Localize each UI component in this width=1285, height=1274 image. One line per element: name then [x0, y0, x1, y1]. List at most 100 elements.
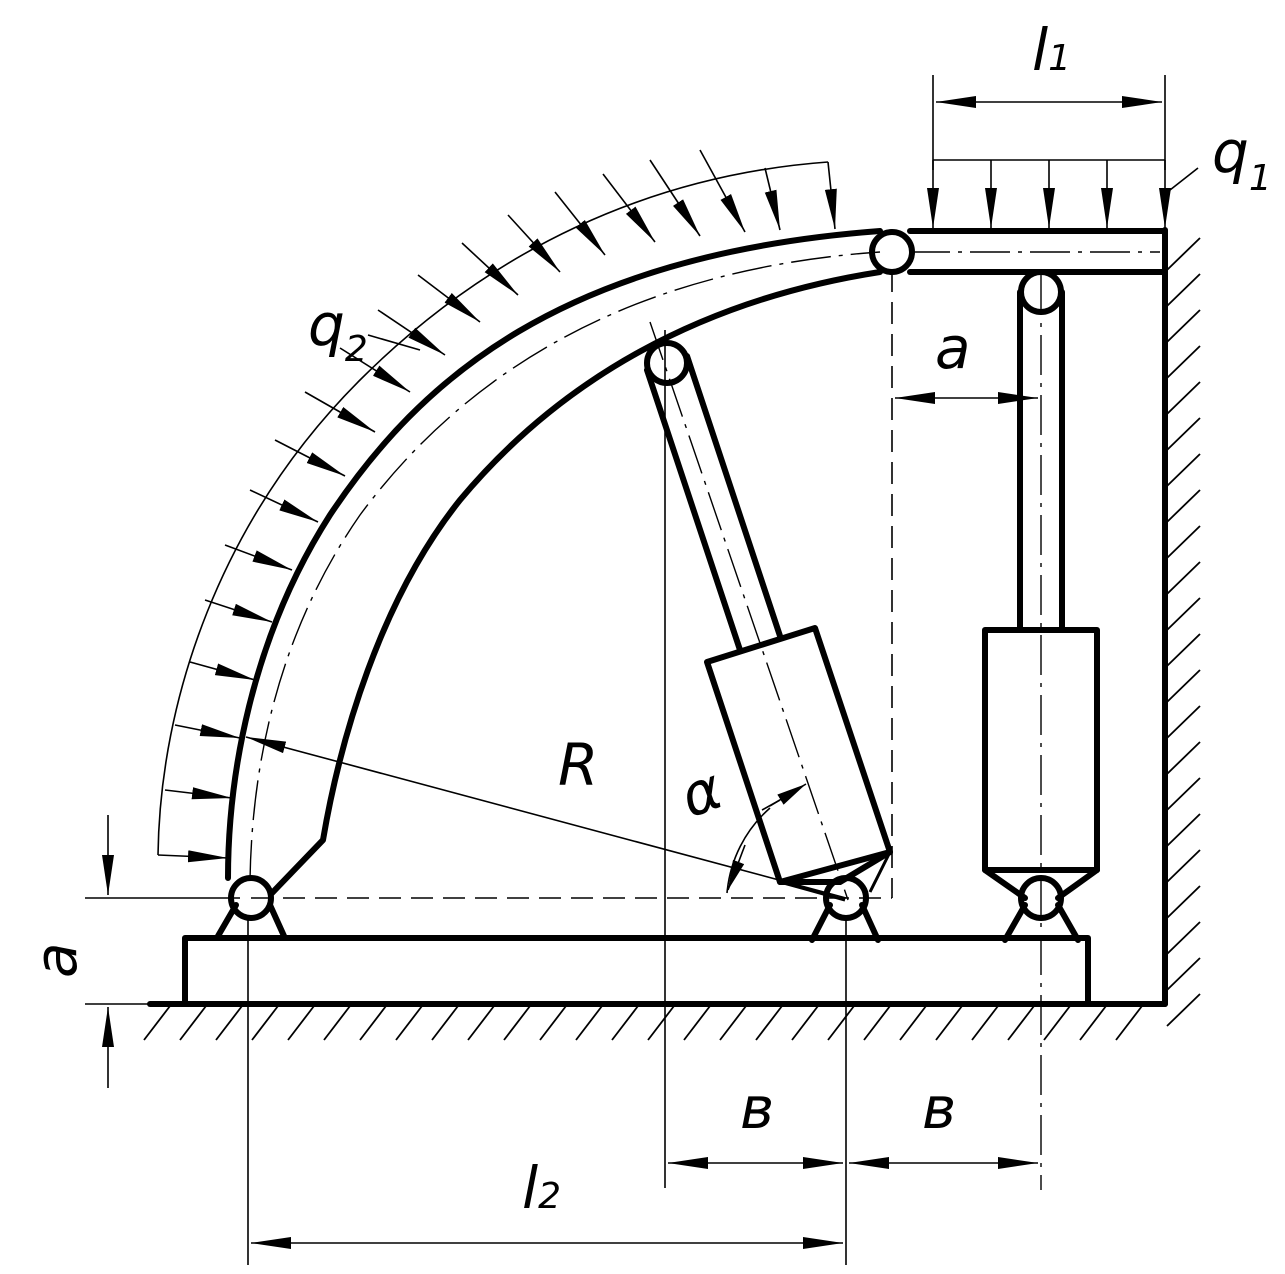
hatch-line — [1166, 345, 1201, 379]
q2-envelope — [157, 161, 829, 856]
q2-arrow — [164, 787, 233, 800]
hatch-line — [1007, 1005, 1035, 1041]
hatch-line — [215, 1005, 243, 1041]
q2-arrow — [189, 661, 256, 681]
q2-arrow — [304, 391, 376, 433]
hatch-line — [503, 1005, 531, 1041]
hatch-line — [251, 1005, 279, 1041]
label-q1: q1 — [1212, 118, 1272, 199]
q2-arrow — [649, 159, 701, 237]
hatch-line — [1166, 489, 1201, 523]
label-b-right: в — [922, 1074, 956, 1142]
q2-arrow — [764, 167, 781, 231]
hatch-line — [575, 1005, 603, 1041]
hatch-line — [791, 1005, 819, 1041]
hatch-line — [1166, 561, 1201, 595]
label-l2: l2 — [522, 1154, 561, 1222]
hatch-line — [539, 1005, 567, 1041]
q2-load — [157, 149, 837, 863]
hatch-line — [1166, 237, 1201, 271]
hatch-line — [1166, 417, 1201, 451]
hatch-line — [359, 1005, 387, 1041]
hatch-line — [1166, 777, 1201, 811]
hatch-line — [179, 1005, 207, 1041]
q2-arrows — [157, 149, 837, 863]
label-b-left: в — [740, 1074, 774, 1142]
hatch-line — [863, 1005, 891, 1041]
dim-l1 — [932, 75, 1166, 170]
hatch-line — [1166, 993, 1201, 1027]
dim-b — [664, 330, 1038, 1265]
hatch-line — [1166, 885, 1201, 919]
hatch-line — [323, 1005, 351, 1041]
dim-l2 — [247, 918, 843, 1265]
dim-a-left — [85, 815, 240, 1088]
hatch-line — [1166, 921, 1201, 955]
vertical-cylinder — [982, 275, 1100, 1190]
q2-arrow — [554, 191, 606, 256]
hatch-line — [1166, 525, 1201, 559]
q2-arrow — [157, 850, 229, 863]
q2-arrow — [377, 309, 446, 356]
label-R: R — [558, 731, 598, 799]
hatch-line — [1166, 273, 1201, 307]
q2-arrow — [602, 173, 656, 243]
middle-support — [809, 902, 881, 943]
q2-arrow — [174, 724, 241, 739]
right-hinge — [1018, 875, 1064, 921]
hatch-line — [395, 1005, 423, 1041]
q2-arrow — [339, 347, 411, 393]
q2-arrow — [224, 544, 293, 571]
label-a-left: a — [22, 942, 90, 978]
label-q2: q2 — [308, 291, 368, 370]
hatch-line — [1115, 1005, 1143, 1041]
hatch-line — [1166, 705, 1201, 739]
q2-arrow — [274, 439, 346, 477]
inclined-cylinder — [644, 321, 893, 902]
hatch-line — [719, 1005, 747, 1041]
hatch-line — [143, 1005, 171, 1041]
q2-arrow — [824, 161, 837, 230]
hatch-line — [1043, 1005, 1071, 1041]
ground-hatching — [143, 1005, 1143, 1041]
hatch-line — [287, 1005, 315, 1041]
hatch-line — [1166, 597, 1201, 631]
hatch-line — [1166, 633, 1201, 667]
q2-arrow — [249, 489, 319, 523]
hatch-line — [827, 1005, 855, 1041]
vertical-rod-hinge — [1018, 269, 1064, 315]
q2-arrow — [417, 274, 481, 323]
hatch-line — [431, 1005, 459, 1041]
hatch-line — [647, 1005, 675, 1041]
right-support — [1002, 902, 1081, 943]
q2-leader — [367, 334, 421, 351]
q2-arrow — [699, 149, 746, 233]
hatch-line — [1166, 669, 1201, 703]
hatch-line — [899, 1005, 927, 1041]
dim-R — [245, 736, 847, 899]
label-l1: l1 — [1032, 16, 1071, 84]
dim-alpha — [726, 783, 807, 894]
hatch-line — [611, 1005, 639, 1041]
hatch-line — [467, 1005, 495, 1041]
q1-load — [927, 159, 1199, 228]
hatch-line — [1166, 957, 1201, 991]
hatch-line — [971, 1005, 999, 1041]
q1-arrows — [927, 160, 1171, 228]
q2-arrow — [461, 242, 519, 296]
label-alpha: α — [672, 754, 731, 831]
hatch-line — [755, 1005, 783, 1041]
inclined-rod-hinge — [644, 340, 690, 386]
wall-hatching — [1166, 237, 1201, 1027]
top-beam — [907, 228, 1168, 275]
hatch-line — [683, 1005, 711, 1041]
label-a-top: a — [935, 314, 971, 382]
hatch-line — [1166, 849, 1201, 883]
hatch-line — [1166, 453, 1201, 487]
base-plate — [182, 935, 1091, 1007]
hatch-line — [1166, 813, 1201, 847]
hatch-line — [1166, 741, 1201, 775]
hatch-line — [1079, 1005, 1107, 1041]
